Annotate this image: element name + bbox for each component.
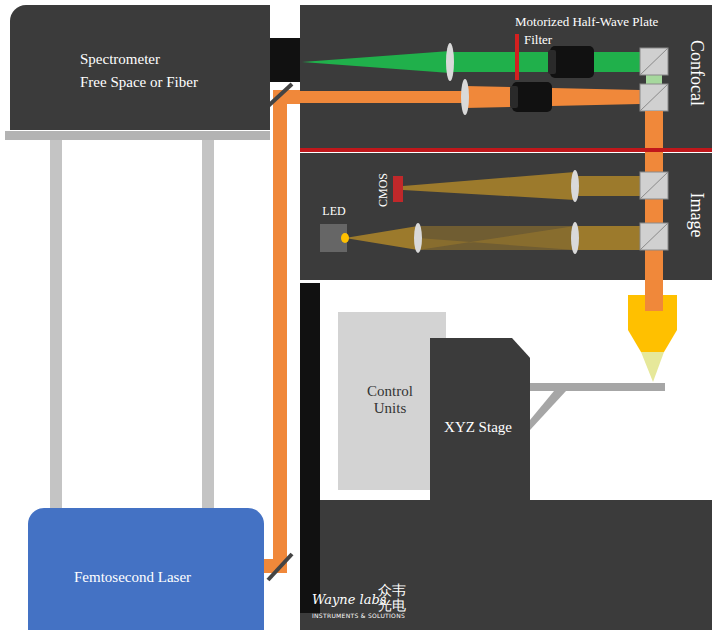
led-beam: [345, 226, 418, 250]
spectrometer-box: SpectrometerFree Space or Fiber: [10, 5, 270, 130]
holder-support: [530, 391, 566, 430]
focus-cone: [641, 352, 664, 382]
confocal-panel: [300, 5, 712, 148]
half-wave-plate: [510, 86, 518, 108]
laser-box: Femtosecond Laser: [28, 508, 264, 630]
mirror: [268, 554, 292, 580]
green-beam: [302, 51, 450, 73]
camera-beam: [403, 172, 575, 200]
laser-beam: [645, 295, 663, 311]
led-beam: [575, 226, 641, 250]
watermark: INSTRUMENTS & SOLUTIONS: [312, 613, 405, 620]
shelf: [5, 131, 270, 140]
cmos-sensor: [393, 176, 403, 202]
node-label: Confocal: [687, 40, 708, 106]
part-label: LED: [322, 205, 345, 219]
camera-beam: [575, 176, 641, 196]
lens: [446, 43, 454, 81]
filter: [515, 34, 519, 80]
lens: [461, 79, 469, 115]
node-label: Free Space or Fiber: [80, 74, 198, 91]
control-box: Control Units: [338, 312, 446, 490]
image-module: Image: [300, 153, 712, 280]
watermark: Wayne labs: [312, 593, 386, 608]
part-label: Filter: [524, 33, 552, 48]
lens: [414, 223, 422, 253]
node-label: Image: [687, 193, 708, 238]
node-label: XYZ Stage: [444, 419, 512, 436]
node-label: Control Units: [359, 383, 421, 418]
half-wave-plate: [550, 46, 594, 78]
lens: [571, 170, 579, 202]
sample-holder: [530, 383, 665, 391]
lens: [571, 222, 579, 254]
base-panel: [300, 500, 712, 630]
part-label: CMOS: [377, 173, 391, 207]
side-bar: [300, 283, 320, 613]
beam-splitters: [640, 48, 668, 111]
led-emitter: [341, 233, 349, 243]
node-label: Spectrometer: [80, 51, 160, 68]
laser-beam: [465, 86, 640, 108]
node-label: Femtosecond Laser: [74, 569, 191, 586]
laser-beam: [645, 111, 663, 148]
divider: [300, 148, 712, 152]
green-beam: [450, 52, 642, 72]
led-beam: [418, 226, 575, 250]
objective: [628, 295, 677, 352]
beam-splitters: [640, 172, 668, 250]
led-beam: [418, 226, 575, 250]
half-wave-plate: [548, 50, 556, 74]
laser-beam: [264, 97, 300, 566]
stage-box: XYZ Stage: [430, 338, 530, 503]
part-label: Motorized Half-Wave Plate: [515, 15, 658, 30]
laser-beam: [300, 91, 465, 103]
watermark: 众韦光电: [378, 583, 407, 612]
